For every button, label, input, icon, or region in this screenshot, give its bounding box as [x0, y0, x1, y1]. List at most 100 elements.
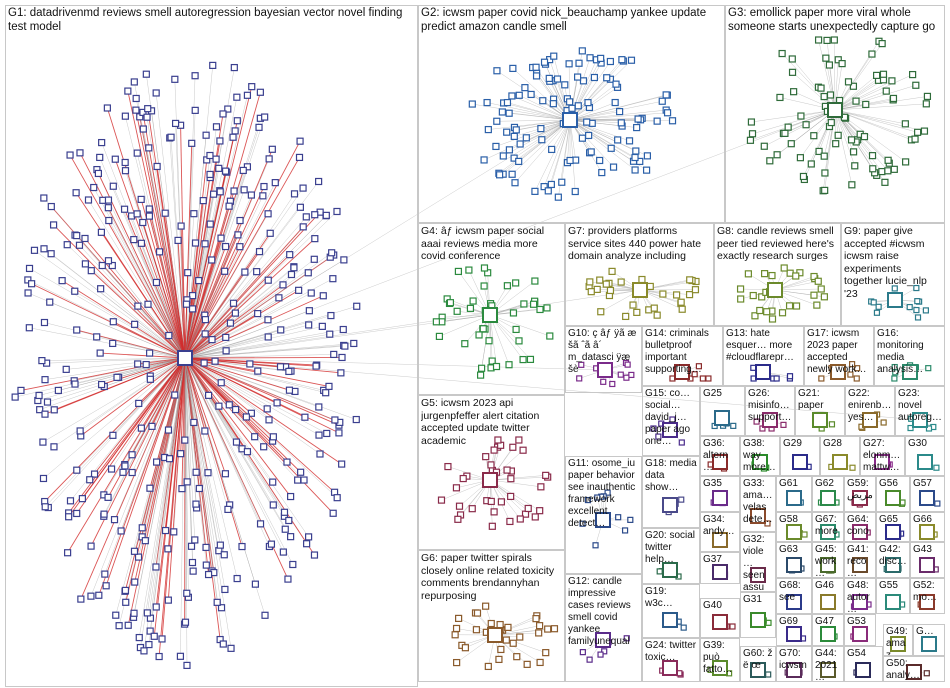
node[interactable]: [331, 416, 339, 424]
node[interactable]: [571, 187, 579, 196]
node[interactable]: [515, 91, 523, 99]
node[interactable]: [509, 309, 518, 317]
node[interactable]: [215, 402, 223, 410]
node[interactable]: [164, 596, 172, 604]
node[interactable]: [221, 470, 230, 478]
node[interactable]: [122, 598, 130, 606]
node[interactable]: [768, 271, 776, 280]
node[interactable]: [267, 540, 276, 548]
node[interactable]: [131, 578, 139, 586]
hub-node-g22[interactable]: [862, 412, 878, 428]
node[interactable]: [281, 525, 289, 533]
node[interactable]: [150, 632, 158, 640]
node[interactable]: [188, 305, 197, 313]
node[interactable]: [146, 484, 154, 492]
node[interactable]: [668, 117, 677, 125]
node[interactable]: [248, 83, 256, 91]
node[interactable]: [66, 497, 75, 505]
node[interactable]: [884, 156, 892, 164]
node[interactable]: [63, 241, 71, 249]
node[interactable]: [124, 87, 132, 95]
node[interactable]: [922, 307, 929, 314]
node[interactable]: [112, 611, 120, 619]
node[interactable]: [39, 438, 47, 446]
node[interactable]: [128, 468, 136, 477]
node[interactable]: [215, 164, 223, 172]
node[interactable]: [182, 300, 191, 308]
node[interactable]: [140, 647, 148, 655]
node[interactable]: [230, 63, 238, 72]
node[interactable]: [744, 270, 752, 278]
node[interactable]: [208, 256, 216, 264]
node[interactable]: [878, 40, 886, 48]
node[interactable]: [547, 180, 555, 189]
node[interactable]: [695, 363, 702, 370]
node[interactable]: [906, 303, 913, 311]
node[interactable]: [269, 478, 277, 486]
node[interactable]: [211, 357, 219, 365]
node[interactable]: [820, 152, 828, 160]
node[interactable]: [41, 410, 49, 418]
node[interactable]: [838, 60, 846, 68]
node[interactable]: [304, 269, 312, 277]
node[interactable]: [146, 627, 154, 635]
node[interactable]: [192, 500, 200, 508]
node[interactable]: [11, 393, 19, 401]
node[interactable]: [254, 367, 262, 375]
node[interactable]: [454, 267, 463, 276]
node[interactable]: [691, 371, 698, 378]
node[interactable]: [260, 182, 268, 191]
node[interactable]: [105, 216, 113, 225]
node[interactable]: [265, 416, 273, 424]
node[interactable]: [792, 272, 800, 280]
node[interactable]: [153, 162, 161, 171]
node[interactable]: [444, 462, 452, 471]
node[interactable]: [760, 142, 768, 150]
node[interactable]: [158, 635, 166, 643]
node[interactable]: [152, 89, 160, 97]
node[interactable]: [487, 497, 495, 506]
node[interactable]: [633, 308, 641, 316]
node[interactable]: [655, 433, 662, 440]
node[interactable]: [891, 375, 898, 382]
node[interactable]: [521, 84, 529, 92]
node[interactable]: [329, 509, 337, 517]
node[interactable]: [97, 285, 105, 293]
hub-node-g1[interactable]: [177, 350, 193, 366]
node[interactable]: [225, 202, 233, 210]
node[interactable]: [97, 228, 105, 236]
node[interactable]: [279, 281, 287, 289]
node[interactable]: [145, 144, 153, 152]
node[interactable]: [134, 302, 142, 310]
node[interactable]: [111, 155, 119, 163]
node[interactable]: [503, 98, 512, 107]
node[interactable]: [923, 92, 932, 101]
node[interactable]: [273, 399, 281, 407]
node[interactable]: [341, 342, 349, 350]
node[interactable]: [515, 337, 523, 345]
node[interactable]: [222, 242, 230, 251]
node[interactable]: [264, 316, 272, 324]
node[interactable]: [226, 319, 235, 327]
node[interactable]: [130, 236, 138, 244]
node[interactable]: [284, 575, 292, 583]
node[interactable]: [287, 492, 295, 501]
node[interactable]: [909, 70, 917, 79]
node[interactable]: [221, 167, 230, 175]
node[interactable]: [565, 60, 573, 68]
node[interactable]: [532, 72, 541, 80]
node[interactable]: [231, 309, 239, 317]
node[interactable]: [802, 121, 810, 129]
node[interactable]: [807, 160, 815, 168]
node[interactable]: [522, 134, 530, 142]
node[interactable]: [191, 72, 199, 80]
node[interactable]: [875, 303, 882, 310]
node[interactable]: [212, 155, 220, 163]
node[interactable]: [212, 123, 221, 131]
node[interactable]: [333, 207, 341, 216]
node[interactable]: [152, 278, 161, 287]
node[interactable]: [64, 549, 72, 557]
node[interactable]: [790, 88, 798, 96]
node[interactable]: [813, 301, 821, 309]
node[interactable]: [503, 128, 511, 136]
